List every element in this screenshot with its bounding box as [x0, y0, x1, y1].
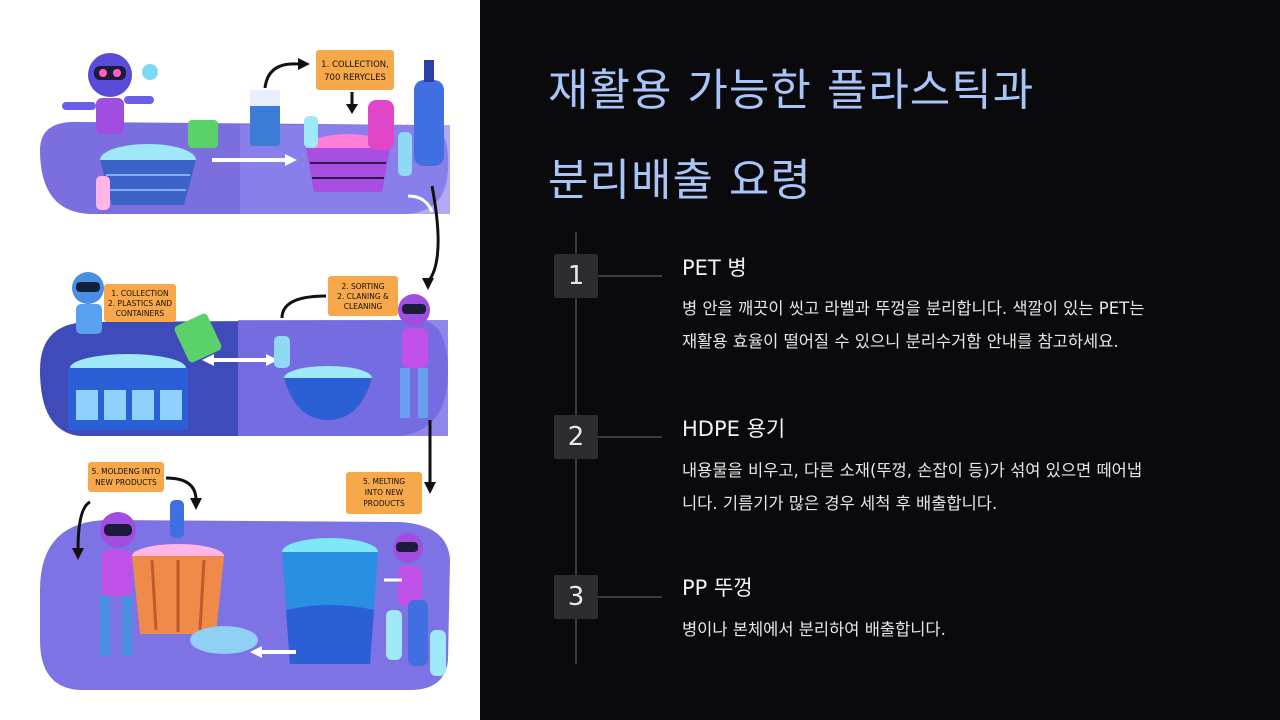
label-text: CLEANING: [344, 302, 383, 311]
label-collection-middle: 1. COLLECTION 2. PLASTICS AND CONTAINERS: [104, 284, 176, 322]
label-text: PRODUCTS: [363, 499, 405, 508]
label-text: NEW PRODUCTS: [95, 478, 157, 487]
title-line-1: 재활용 가능한 플라스틱과: [548, 65, 1035, 116]
step-connector-3: [598, 596, 662, 598]
label-melting-bottom: 5. MELTING INTO NEW PRODUCTS: [346, 472, 422, 514]
basket-top-left: [100, 144, 196, 205]
step-connector-1: [598, 275, 662, 277]
robot-top-left: [62, 53, 158, 134]
label-text: 1. COLLECTION: [111, 289, 168, 298]
label-text: 5. MOLDENG INTO: [92, 467, 161, 476]
label-collection-top: 1. COLLECTION, 700 RERYCLES: [316, 50, 394, 90]
step-desc-line: 병이나 본체에서 분리하여 배출합니다.: [682, 620, 946, 639]
container-bin-middle: [68, 354, 188, 430]
step-desc-line: 니다. 기름기가 많은 경우 세척 후 배출합니다.: [682, 494, 998, 513]
step-desc-pet: 병 안을 깨끗이 씻고 라벨과 뚜껑을 분리합니다. 색깔이 있는 PET는 재…: [682, 292, 1222, 358]
step-title-hdpe: HDPE 용기: [682, 417, 786, 441]
bowl-middle: [284, 366, 372, 420]
page-title: 재활용 가능한 플라스틱과 분리배출 요령: [548, 46, 1248, 226]
step-desc-line: 병 안을 깨끗이 씻고 라벨과 뚜껑을 분리합니다. 색깔이 있는 PET는: [682, 299, 1145, 318]
title-line-2: 분리배출 요령: [548, 155, 812, 206]
recycling-illustration: 1. COLLECTION, 700 RERYCLES 1. COLLECTIO…: [0, 0, 480, 720]
melting-bucket-bottom: [282, 538, 378, 664]
step-number-1: 1: [554, 254, 598, 298]
step-desc-line: 내용물을 비우고, 다른 소재(뚜껑, 손잡이 등)가 섞여 있으면 떼어냅: [682, 461, 1143, 480]
label-text: 2. CLANING &: [337, 292, 389, 301]
robot-middle-left: [72, 272, 104, 334]
step-title-pp: PP 뚜껑: [682, 576, 753, 600]
bucket-bottom-left: [132, 544, 224, 634]
label-text: 2. SORTING: [341, 282, 384, 291]
label-text: 5. MELTING: [363, 477, 405, 486]
step-title-pet: PET 병: [682, 256, 747, 280]
step-number-2: 2: [554, 415, 598, 459]
step-desc-pp: 병이나 본체에서 분리하여 배출합니다.: [682, 613, 1222, 646]
label-text: CONTAINERS: [116, 309, 165, 318]
step-number-3: 3: [554, 575, 598, 619]
label-text: INTO NEW: [365, 488, 404, 497]
recycling-process-artwork: 1. COLLECTION, 700 RERYCLES 1. COLLECTIO…: [40, 50, 450, 690]
robot-middle-right: [398, 294, 430, 418]
label-text: 2. PLASTICS AND: [108, 299, 172, 308]
step-desc-hdpe: 내용물을 비우고, 다른 소재(뚜껑, 손잡이 등)가 섞여 있으면 떼어냅 니…: [682, 454, 1222, 520]
label-text: 700 RERYCLES: [324, 73, 386, 83]
label-molding-bottom: 5. MOLDENG INTO NEW PRODUCTS: [88, 462, 164, 492]
robot-bottom-left: [100, 512, 136, 656]
robot-bottom-right: [393, 533, 423, 606]
label-text: 1. COLLECTION,: [321, 60, 389, 70]
step-desc-line: 재활용 효율이 떨어질 수 있으니 분리수거함 안내를 참고하세요.: [682, 332, 1119, 351]
step-connector-2: [598, 436, 662, 438]
label-sorting-middle: 2. SORTING 2. CLANING & CLEANING: [328, 276, 398, 316]
